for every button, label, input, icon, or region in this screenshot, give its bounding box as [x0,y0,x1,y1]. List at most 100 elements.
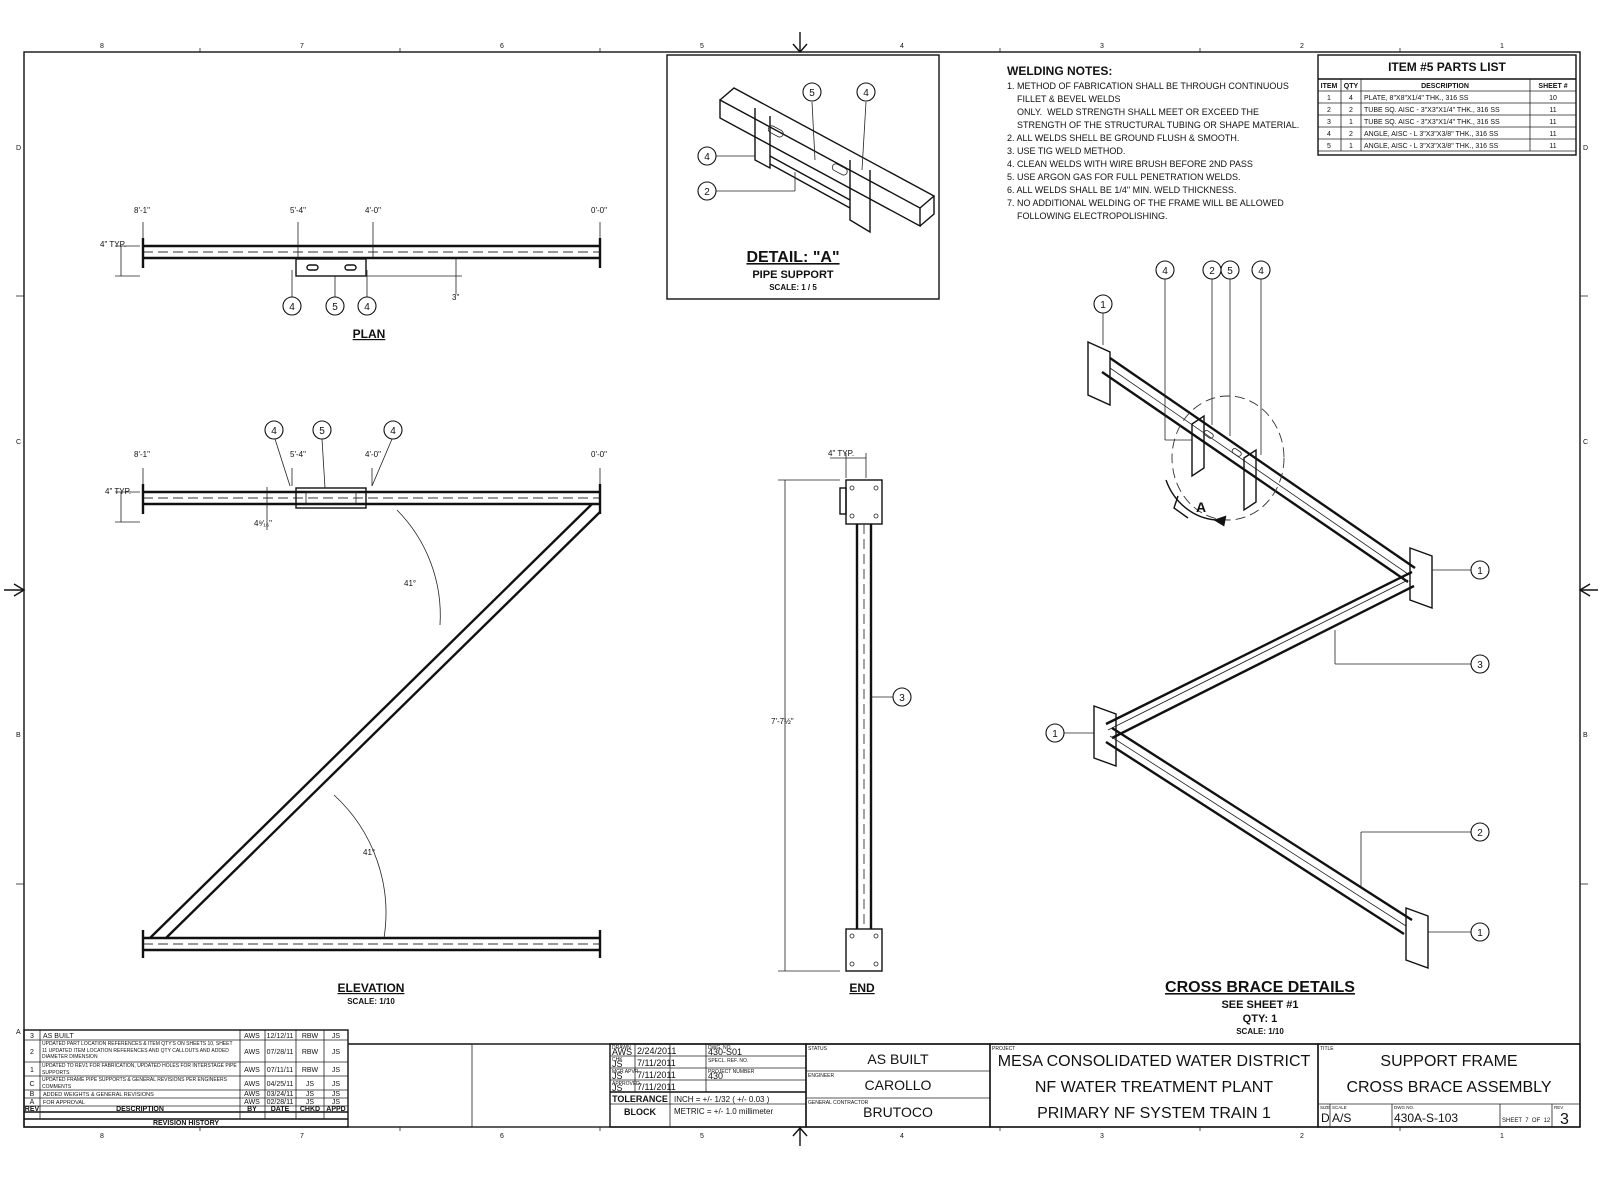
plan-title: PLAN [353,327,386,341]
elev-dim-5-4: 5'-4" [290,450,306,459]
revision-cell: UPDATED PART LOCATION REFERENCES & ITEM … [42,1041,233,1060]
zone-number: 6 [500,1133,504,1140]
revision-cell-wrap: UPDATED PART LOCATION REFERENCES & ITEM … [42,1041,233,1060]
revision-cell: JS [332,1081,341,1088]
zone-letter: B [16,732,21,739]
end-view: 4" TYP. 7'-7½" 3 END [771,449,912,995]
cross-brace-callout-bubble [1470,654,1490,674]
plan-callout-4b: 4 [364,302,370,313]
revision-cell: 12/12/11 [267,1033,294,1040]
parts-cell: 11 [1549,107,1556,114]
elev-callout-bubble [312,420,332,440]
revision-cell: JS [306,1091,315,1098]
elev-dim-8-1: 8'-1" [134,450,150,459]
revision-cell: JS [332,1099,341,1106]
revision-cell: RBW [302,1067,319,1074]
cross-brace-callout-1a: 1 [1100,300,1106,311]
cross-brace-callout-bubble [1470,560,1490,580]
rev-label: REV [1554,1105,1563,1110]
size-label: SIZE [1320,1105,1330,1110]
revision-cell: JS [332,1033,341,1040]
revision-cell: 02/28/11 [267,1099,294,1106]
end-title: END [849,981,875,995]
mgr-by: JS [612,1071,623,1081]
elevation-view: 8'-1" 5'-4" 4'-0" 0'-0" 4" TYP. 4⁹⁄₁₆" 4… [105,420,607,1006]
parts-list-title: ITEM #5 PARTS LIST [1388,60,1506,74]
drawn-label: DRAWN [612,1045,631,1051]
cross-brace-callout-3: 3 [1477,660,1483,671]
revision-cell: JS [306,1099,315,1106]
revision-cell: AWS [244,1099,260,1106]
zone-letter: C [16,439,21,446]
zone-number: 8 [100,43,104,50]
welding-note-line: 1. METHOD OF FABRICATION SHALL BE THROUG… [1007,81,1289,91]
revision-cell: JS [332,1091,341,1098]
parts-cell: PLATE, 8"X8"X1/4" THK., 316 SS [1364,95,1469,102]
engineer-label: ENGINEER [808,1073,835,1079]
welding-note-line: 2. ALL WELDS SHELL BE GROUND FLUSH & SMO… [1007,133,1239,143]
revision-cell: AS BUILT [43,1033,74,1040]
cross-brace-detail-tag: A [1196,499,1206,515]
dwg-value: 430-S01 [708,1047,742,1057]
zone-number: 7 [300,43,304,50]
zone-number: 3 [1100,43,1104,50]
zone-number: 6 [500,43,504,50]
revision-row: A FOR APPROVAL AWS 02/28/11 JS JS [30,1099,341,1106]
parts-cell: 11 [1549,131,1556,138]
revision-row: 2 UPDATED PART LOCATION REFERENCES & ITE… [30,1041,340,1060]
parts-cell: 1 [1349,143,1353,150]
elevation-scale: SCALE: 1/10 [347,997,395,1006]
checked-date: 7/11/2011 [637,1058,676,1068]
zone-number: 3 [1100,1133,1104,1140]
elev-angle-41-upper: 41° [404,579,416,588]
title-label: TITLE [1320,1046,1334,1052]
parts-header: ITEM [1321,83,1338,90]
parts-header: SHEET # [1538,83,1567,90]
cross-brace-callout-bubble [1220,260,1240,280]
parts-cell: ANGLE, AISC - L 3"X3"X3/8" THK., 316 SS [1364,131,1499,138]
zone-number: 1 [1500,43,1504,50]
detail-callout-4b: 4 [704,152,710,163]
welding-note-line: FOLLOWING ELECTROPOLISHING. [1007,211,1168,221]
revision-cell-wrap: UPDATED TO REV1 FOR FABRICATION, UPDATED… [42,1063,237,1076]
scale-value: A/S [1332,1111,1351,1125]
sheet-border: 8 7 6 5 4 3 2 1 8 7 6 5 4 3 2 1 D C B A … [4,32,1598,1146]
parts-cell: 5 [1327,143,1331,150]
revision-cell: 3 [30,1033,34,1040]
revision-cell: 03/24/11 [267,1091,294,1098]
zone-number: 5 [700,43,704,50]
revision-cell: AWS [244,1091,260,1098]
welding-note-line: STRENGTH OF THE STRUCTURAL TUBING OR SHA… [1007,120,1299,130]
welding-note-line: ONLY. WELD STRENGTH SHALL MEET OR EXCEED… [1007,107,1259,117]
project-line: NF WATER TREATMENT PLANT [1035,1079,1273,1096]
welding-notes-title: WELDING NOTES: [1007,64,1112,78]
detail-a-scale: SCALE: 1 / 5 [769,283,817,292]
cross-brace-callout-bubble [1155,260,1175,280]
zone-number: 1 [1500,1133,1504,1140]
tolerance-label: TOLERANCE [612,1094,668,1104]
gc-label: GENERAL CONTRACTOR [808,1100,869,1106]
parts-cell: 4 [1327,131,1331,138]
parts-header: DESCRIPTION [1421,83,1469,90]
revision-cell: B [30,1091,35,1098]
revision-header: DATE [271,1106,290,1113]
dwg-no-label: DWG NO. [1394,1105,1414,1110]
revision-cell: AWS [244,1033,260,1040]
elev-dim-typ: 4" TYP. [105,487,131,496]
cross-brace-callout-2: 2 [1477,828,1483,839]
drawn-by: AWS [612,1047,632,1057]
zone-letter: B [1583,732,1588,739]
proj-label: PROJECT NUMBER [708,1069,755,1075]
revision-cell: RBW [302,1033,319,1040]
revision-cell: 2 [30,1049,34,1056]
revision-header: DESCRIPTION [116,1106,164,1113]
parts-cell: 10 [1549,95,1557,102]
drawn-date: 2/24/2011 [637,1046,676,1056]
cross-brace-callout-5: 5 [1227,266,1233,277]
parts-row: 2 2 TUBE SQ. AISC - 3"X3"X1/4" THK., 316… [1327,107,1557,114]
end-dim-typ: 4" TYP. [828,449,854,458]
zone-number: 4 [900,1133,904,1140]
cross-brace-callout-2: 2 [1209,266,1215,277]
detail-a: 5 4 4 2 DETAIL: "A" PIPE SUPPORT SCALE: … [666,54,940,300]
sheet-count: SHEET 7 OF 12 [1502,1118,1551,1124]
